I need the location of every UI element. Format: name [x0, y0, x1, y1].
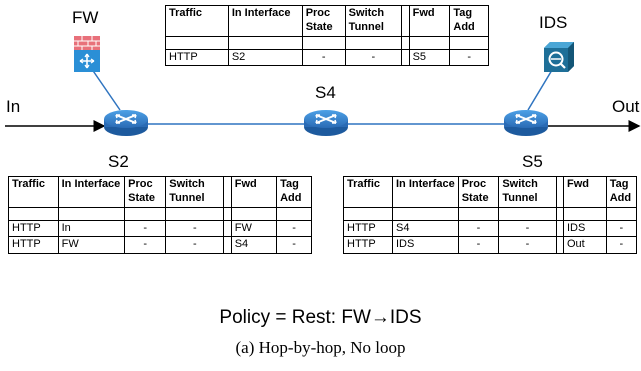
cell-traffic: HTTP	[8, 236, 59, 254]
header-proc-state: Proc State	[301, 5, 346, 37]
header-fwd: Fwd	[408, 5, 451, 37]
header-traffic: Traffic	[165, 5, 229, 37]
link-ids-s5	[527, 69, 553, 111]
header-proc-state: Proc State	[457, 176, 500, 208]
s5-label: S5	[522, 152, 543, 171]
cell-switch-tunnel: -	[498, 219, 557, 238]
out-label: Out	[612, 97, 640, 116]
flow-table-s4: Traffic In Interface Proc State Switch T…	[165, 5, 489, 67]
router-s2-icon	[104, 110, 148, 136]
flow-table-s5: Traffic In Interface Proc State Switch T…	[343, 176, 638, 254]
header-proc-state: Proc State	[124, 176, 167, 208]
table-gap	[400, 5, 410, 37]
figure-caption: (a) Hop-by-hop, No loop	[235, 338, 406, 357]
cell-switch-tunnel: -	[344, 48, 402, 67]
cell-in-interface: S2	[227, 48, 303, 67]
table-gap	[223, 176, 232, 208]
cell-tag-add: -	[605, 219, 638, 238]
cell-tag-add: -	[276, 219, 312, 238]
header-traffic: Traffic	[343, 176, 393, 208]
s2-label: S2	[108, 152, 129, 171]
header-switch-tunnel: Switch Tunnel	[344, 5, 402, 37]
cell-traffic: HTTP	[343, 236, 393, 254]
header-in-interface: In Interface	[392, 176, 459, 208]
cell-in-interface: In	[57, 219, 126, 238]
cell-fwd: FW	[230, 219, 278, 238]
cell-in-interface: S4	[392, 219, 459, 238]
header-in-interface: In Interface	[57, 176, 126, 208]
cell-switch-tunnel: -	[498, 236, 557, 254]
ids-icon	[544, 42, 574, 72]
cell-in-interface: FW	[57, 236, 126, 254]
cell-fwd: S4	[230, 236, 278, 254]
in-label: In	[6, 97, 21, 116]
cell-traffic: HTTP	[8, 219, 59, 238]
fw-label: FW	[72, 8, 99, 27]
ids-label: IDS	[539, 13, 568, 32]
cell-traffic: HTTP	[343, 219, 393, 238]
cell-proc-state: -	[457, 236, 500, 254]
cell-proc-state: -	[301, 48, 346, 67]
table-row: HTTP S2 - - S5 -	[165, 48, 489, 67]
table-gap	[555, 236, 565, 254]
header-tag-add: Tag Add	[449, 5, 489, 37]
header-switch-tunnel: Switch Tunnel	[165, 176, 225, 208]
table-spacer-row	[8, 206, 312, 221]
header-traffic: Traffic	[8, 176, 59, 208]
table-gap	[555, 176, 565, 208]
cell-proc-state: -	[124, 236, 167, 254]
cell-in-interface: IDS	[392, 236, 459, 254]
table-header-row: Traffic In Interface Proc State Switch T…	[8, 176, 312, 208]
router-s5-icon	[504, 110, 548, 136]
flow-table-s2: Traffic In Interface Proc State Switch T…	[8, 176, 312, 254]
header-tag-add: Tag Add	[276, 176, 312, 208]
cell-traffic: HTTP	[165, 48, 229, 67]
cell-fwd: Out	[562, 236, 607, 254]
table-gap	[400, 48, 410, 67]
router-s4-icon	[304, 110, 348, 136]
table-gap	[223, 236, 232, 254]
table-gap	[223, 219, 232, 238]
cell-switch-tunnel: -	[165, 236, 225, 254]
cell-tag-add: -	[449, 48, 489, 67]
header-switch-tunnel: Switch Tunnel	[498, 176, 557, 208]
cell-proc-state: -	[457, 219, 500, 238]
header-fwd: Fwd	[562, 176, 607, 208]
cell-tag-add: -	[605, 236, 638, 254]
table-header-row: Traffic In Interface Proc State Switch T…	[343, 176, 638, 208]
cell-fwd: IDS	[562, 219, 607, 238]
cell-switch-tunnel: -	[165, 219, 225, 238]
cell-proc-state: -	[124, 219, 167, 238]
policy-text: Policy = Rest: FW→IDS	[219, 307, 422, 328]
cell-fwd: S5	[408, 48, 451, 67]
header-tag-add: Tag Add	[605, 176, 638, 208]
table-row: HTTP In - - FW -	[8, 219, 312, 238]
table-row: HTTP FW - - S4 -	[8, 236, 312, 254]
s4-label: S4	[315, 83, 336, 102]
table-row: HTTP IDS - - Out -	[343, 236, 638, 254]
cell-tag-add: -	[276, 236, 312, 254]
header-fwd: Fwd	[230, 176, 278, 208]
table-header-row: Traffic In Interface Proc State Switch T…	[165, 5, 489, 37]
header-in-interface: In Interface	[227, 5, 303, 37]
table-row: HTTP S4 - - IDS -	[343, 219, 638, 238]
table-spacer-row	[165, 35, 489, 50]
table-gap	[555, 219, 565, 238]
table-spacer-row	[343, 206, 638, 221]
firewall-icon	[74, 36, 100, 72]
